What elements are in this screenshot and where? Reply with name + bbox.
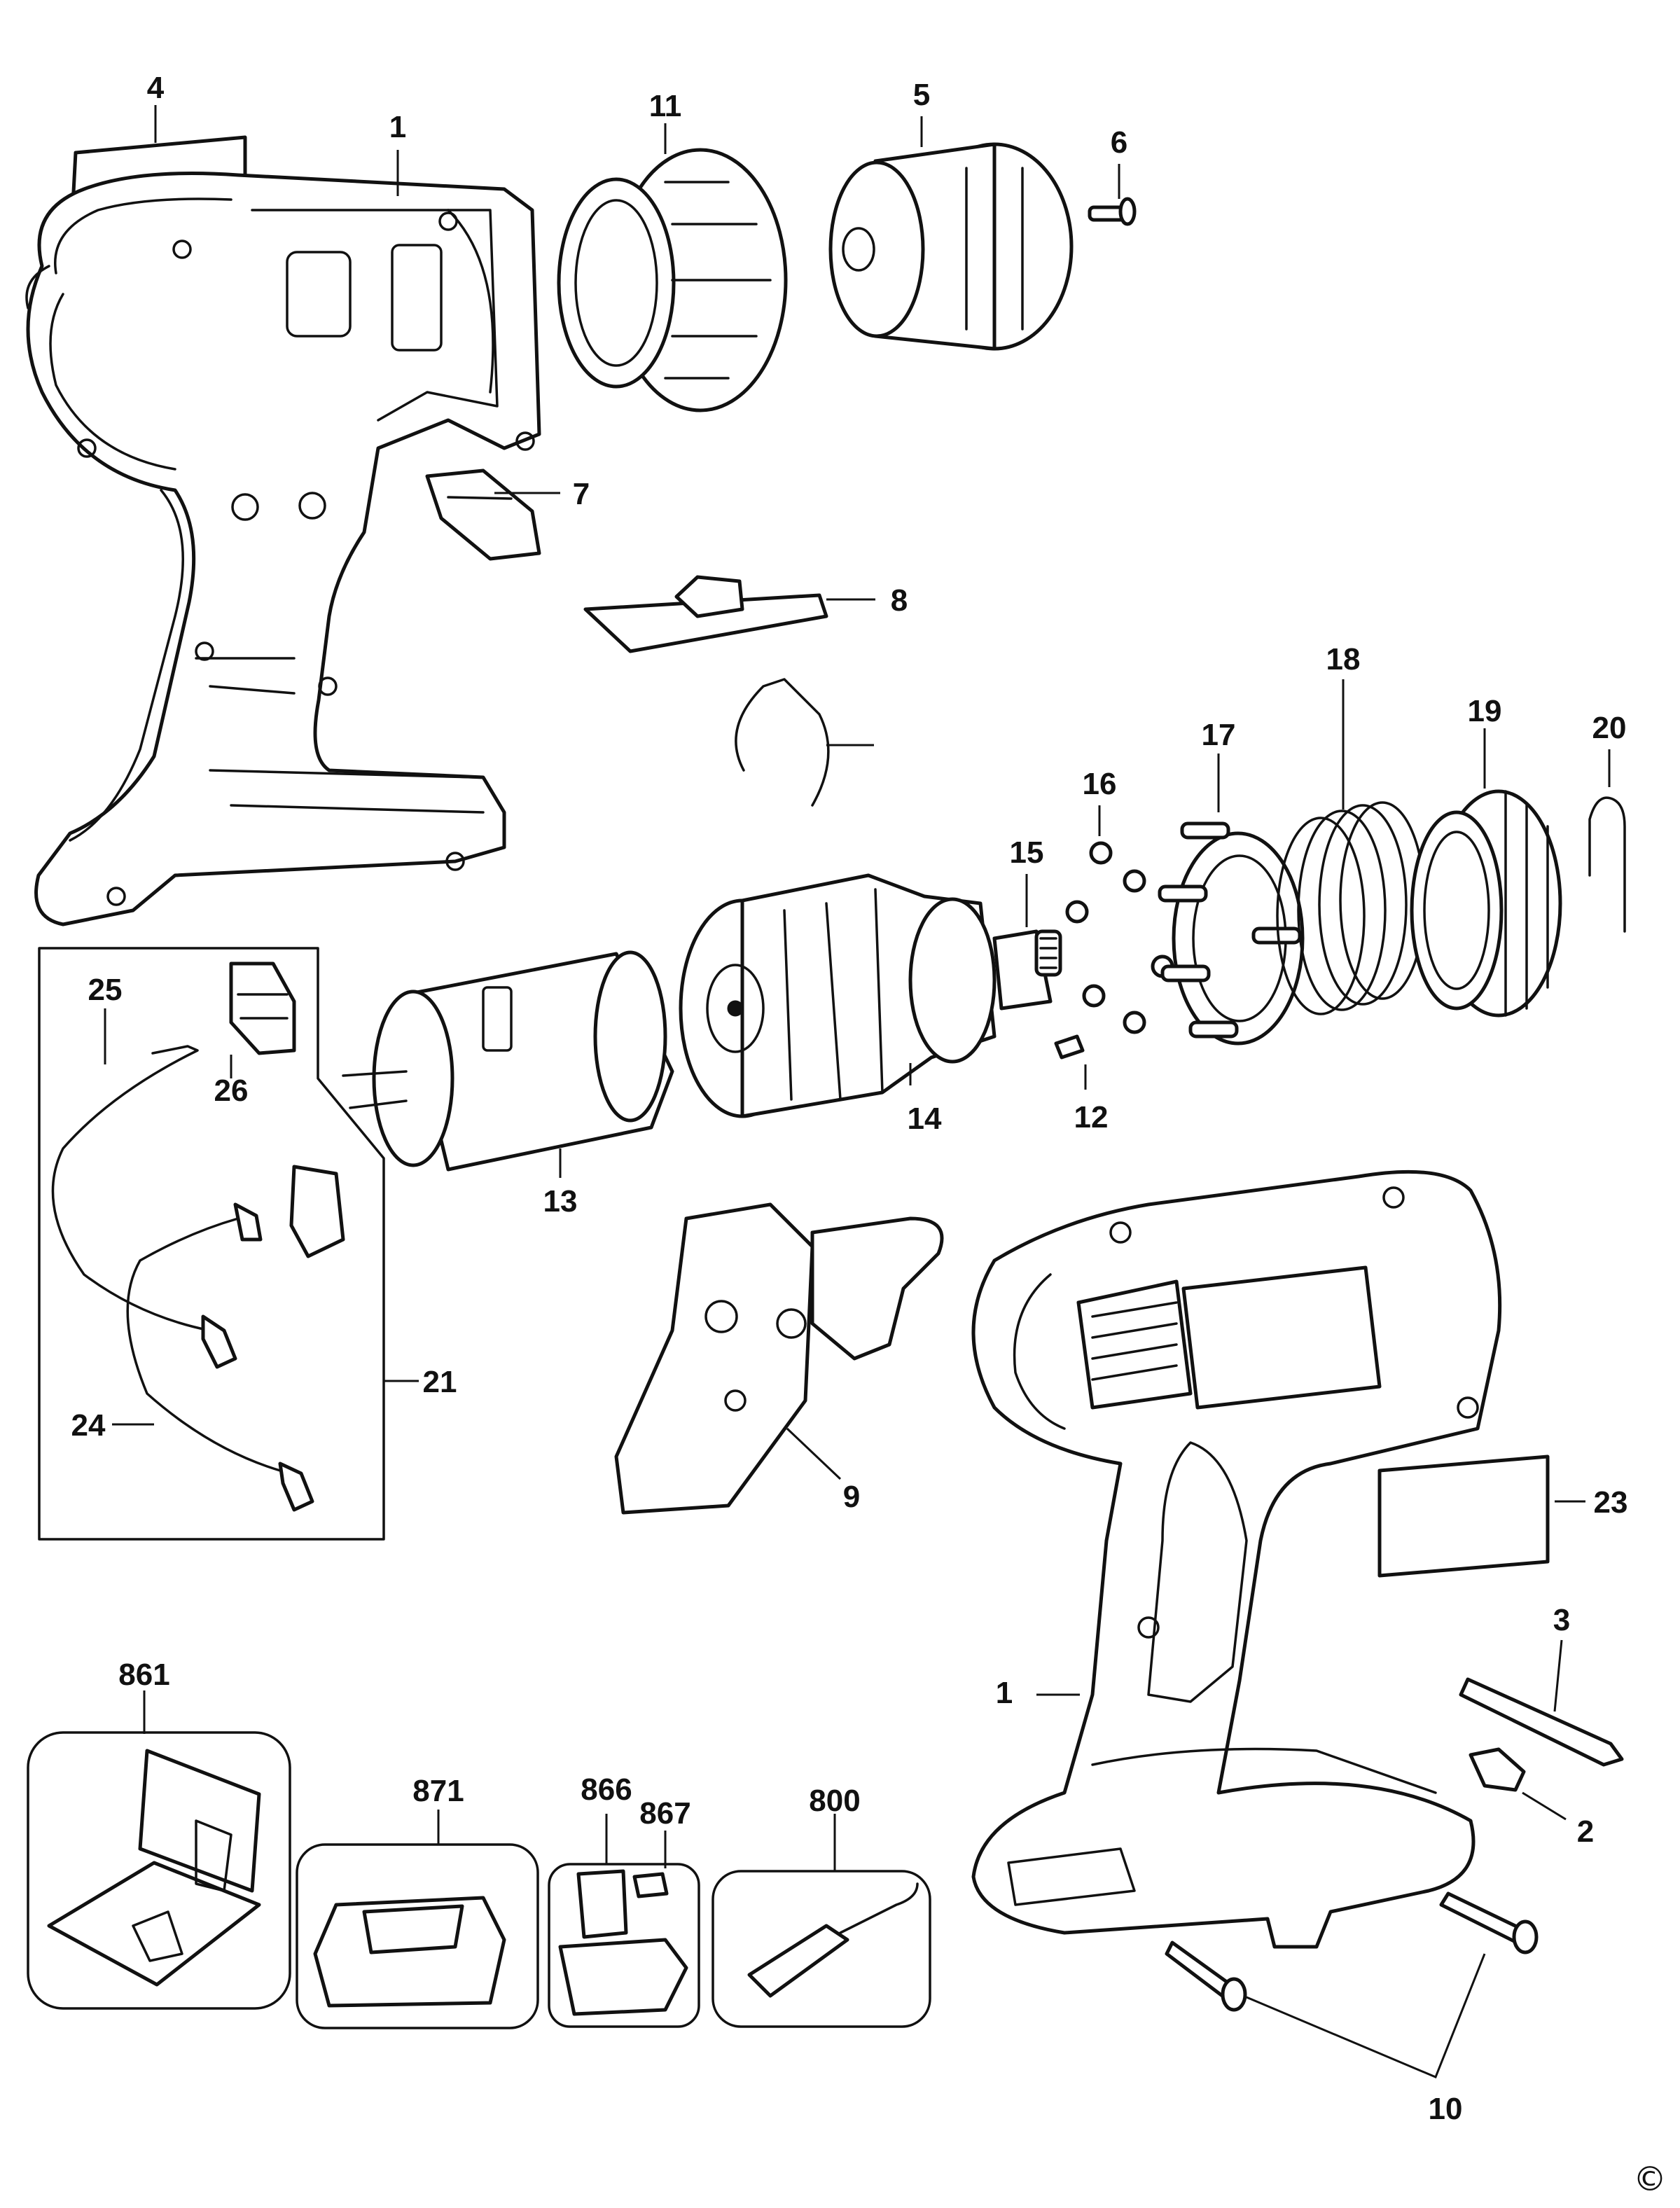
part-6-screw xyxy=(1088,164,1137,226)
part-7-switch-button xyxy=(425,468,560,561)
callout-13: 13 xyxy=(543,1184,578,1218)
part-20-clip xyxy=(1588,749,1626,933)
part-25-wire xyxy=(51,1008,237,1369)
part-3-bit xyxy=(1459,1639,1624,1767)
callout-5: 5 xyxy=(913,78,930,112)
part-5-chuck xyxy=(828,116,1074,351)
callout-17: 17 xyxy=(1202,718,1236,752)
accessory-861-case xyxy=(27,1690,291,2010)
part-11-collar xyxy=(557,123,788,412)
part-26-terminal xyxy=(229,961,296,1078)
callout-6: 6 xyxy=(1111,125,1127,160)
callout-867: 867 xyxy=(639,1796,690,1831)
part-23-label xyxy=(1377,1454,1585,1578)
part-21-wire-kit-box xyxy=(38,947,419,1541)
part-13-motor xyxy=(342,950,674,1178)
part-15-spindle xyxy=(992,874,1062,1011)
part-35-wire-spring xyxy=(735,678,874,807)
part-14-gearbox xyxy=(679,873,997,1118)
callout-9: 9 xyxy=(843,1480,860,1514)
callout-25: 25 xyxy=(88,973,123,1007)
callout-8: 8 xyxy=(891,583,908,618)
callout-871: 871 xyxy=(412,1774,464,1808)
callout-1-bottom: 1 xyxy=(996,1676,1013,1710)
part-16-balls xyxy=(1065,805,1174,1034)
callout-24: 24 xyxy=(71,1408,106,1443)
callout-18: 18 xyxy=(1326,642,1361,676)
accessory-871-charger xyxy=(296,1810,539,2029)
part-17-pin-carrier xyxy=(1158,754,1305,1046)
callout-861: 861 xyxy=(118,1658,169,1692)
callout-labels: 4 1 11 5 6 7 8 18 19 20 17 16 15 25 26 1… xyxy=(71,71,1667,2199)
part-24-wire xyxy=(112,1165,345,1512)
accessory-800-accessory-kit xyxy=(711,1814,931,2028)
callout-1-top: 1 xyxy=(389,110,406,144)
part-9-switch xyxy=(614,1202,944,1515)
part-12-small-screw xyxy=(1054,1034,1087,1090)
accessory-866-battery xyxy=(548,1814,700,2028)
part-10-screws xyxy=(1165,1891,1539,2078)
part-2-bit-clip xyxy=(1469,1747,1567,1821)
callout-21: 21 xyxy=(423,1365,457,1399)
callout-4: 4 xyxy=(147,71,165,105)
callout-800: 800 xyxy=(809,1784,860,1818)
callout-20: 20 xyxy=(1592,711,1627,745)
callout-16: 16 xyxy=(1083,767,1117,801)
callout-10: 10 xyxy=(1429,2092,1463,2126)
part-1-housing-right xyxy=(971,1169,1502,1949)
callout-19: 19 xyxy=(1468,694,1502,728)
callout-2: 2 xyxy=(1577,1814,1594,1849)
callout-12: 12 xyxy=(1074,1100,1109,1134)
part-1-housing-left xyxy=(25,150,541,926)
callout-7: 7 xyxy=(573,477,590,511)
part-19-torque-ring xyxy=(1410,728,1562,1018)
callout-23: 23 xyxy=(1594,1485,1628,1520)
callout-3: 3 xyxy=(1553,1603,1570,1637)
callout-15: 15 xyxy=(1010,835,1044,870)
callout-14: 14 xyxy=(908,1102,942,1136)
callout-11: 11 xyxy=(649,89,682,123)
callout-26: 26 xyxy=(214,1074,249,1108)
part-8-cover-plate xyxy=(583,575,875,653)
copyright-mark: © xyxy=(1633,2160,1667,2199)
part-18-coil-spring xyxy=(1276,679,1426,1015)
accessory-867-cap xyxy=(632,1831,669,1898)
callout-866: 866 xyxy=(581,1772,632,1807)
